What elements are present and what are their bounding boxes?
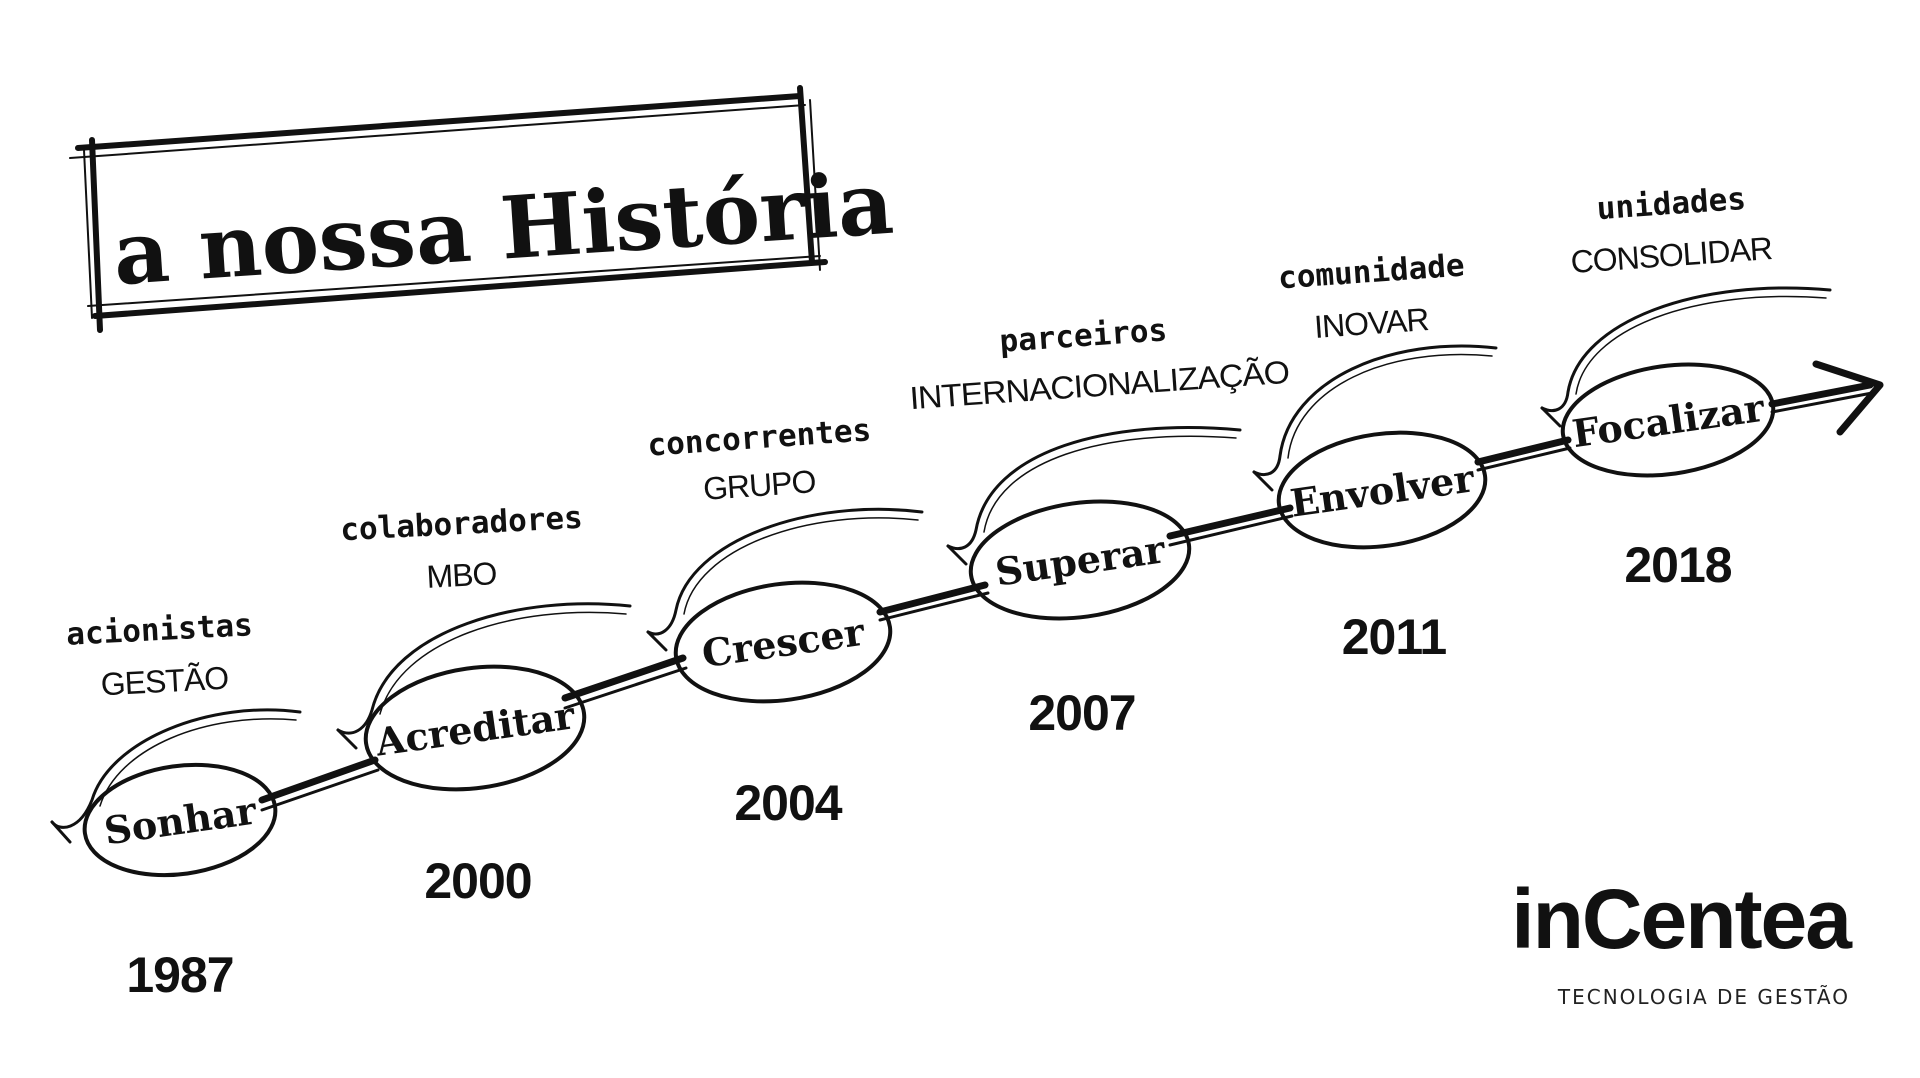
annotation-top-acreditar: colaboradores — [339, 500, 583, 549]
milestone-sonhar — [50, 708, 302, 878]
milestone-superar — [946, 426, 1242, 621]
timeline-path — [258, 381, 1874, 812]
milestone-envolver — [1252, 344, 1498, 550]
milestone-label-crescer: Crescer — [699, 609, 868, 676]
milestone-ellipse — [1276, 430, 1488, 550]
milestone-ellipse — [363, 664, 587, 792]
milestone-label-acreditar: Acreditar — [372, 692, 578, 765]
company-logo: inCentea TECNOLOGIA DE GESTÃO — [1511, 872, 1855, 1009]
milestone-crescer — [646, 507, 924, 704]
annotation-top-superar: parceiros — [998, 312, 1168, 360]
year-2018: 2018 — [1624, 537, 1731, 593]
annotation-bottom-crescer: GRUPO — [702, 463, 817, 507]
annotation-bottom-focalizar: CONSOLIDAR — [1569, 230, 1773, 280]
milestone-ellipse — [1560, 362, 1776, 478]
logo-tagline: TECNOLOGIA DE GESTÃO — [1557, 985, 1850, 1009]
title-box — [69, 85, 828, 333]
milestone-label-focalizar: Focalizar — [1569, 385, 1767, 457]
year-2011: 2011 — [1342, 609, 1447, 665]
annotation-bottom-envolver: INOVAR — [1313, 301, 1430, 345]
year-1987: 1987 — [126, 947, 233, 1003]
annotation-top-envolver: comunidade — [1277, 248, 1466, 297]
year-2000: 2000 — [424, 853, 531, 909]
annotation-bottom-sonhar: GESTÃO — [100, 660, 229, 703]
milestone-ellipse — [82, 762, 278, 878]
milestone-label-superar: Superar — [993, 526, 1169, 594]
milestone-ellipse — [968, 499, 1192, 621]
arrow-head-icon — [1812, 360, 1884, 436]
milestone-acreditar — [336, 602, 632, 792]
annotation-top-focalizar: unidades — [1596, 181, 1747, 227]
annotation-top-crescer: concorrentes — [646, 412, 872, 464]
milestone-label-envolver: Envolver — [1287, 455, 1477, 525]
year-2004: 2004 — [734, 775, 842, 831]
year-2007: 2007 — [1028, 685, 1135, 741]
logo-wordmark: inCentea — [1511, 872, 1853, 966]
milestone-ellipse — [673, 580, 893, 704]
page-title: a nossa História — [110, 153, 896, 306]
annotation-top-sonhar: acionistas — [65, 607, 253, 653]
annotation-bottom-superar: INTERNACIONALIZAÇÃO — [908, 354, 1290, 416]
annotation-bottom-acreditar: MBO — [426, 555, 498, 595]
milestone-label-sonhar: Sonhar — [101, 787, 259, 853]
milestone-focalizar — [1540, 286, 1832, 478]
